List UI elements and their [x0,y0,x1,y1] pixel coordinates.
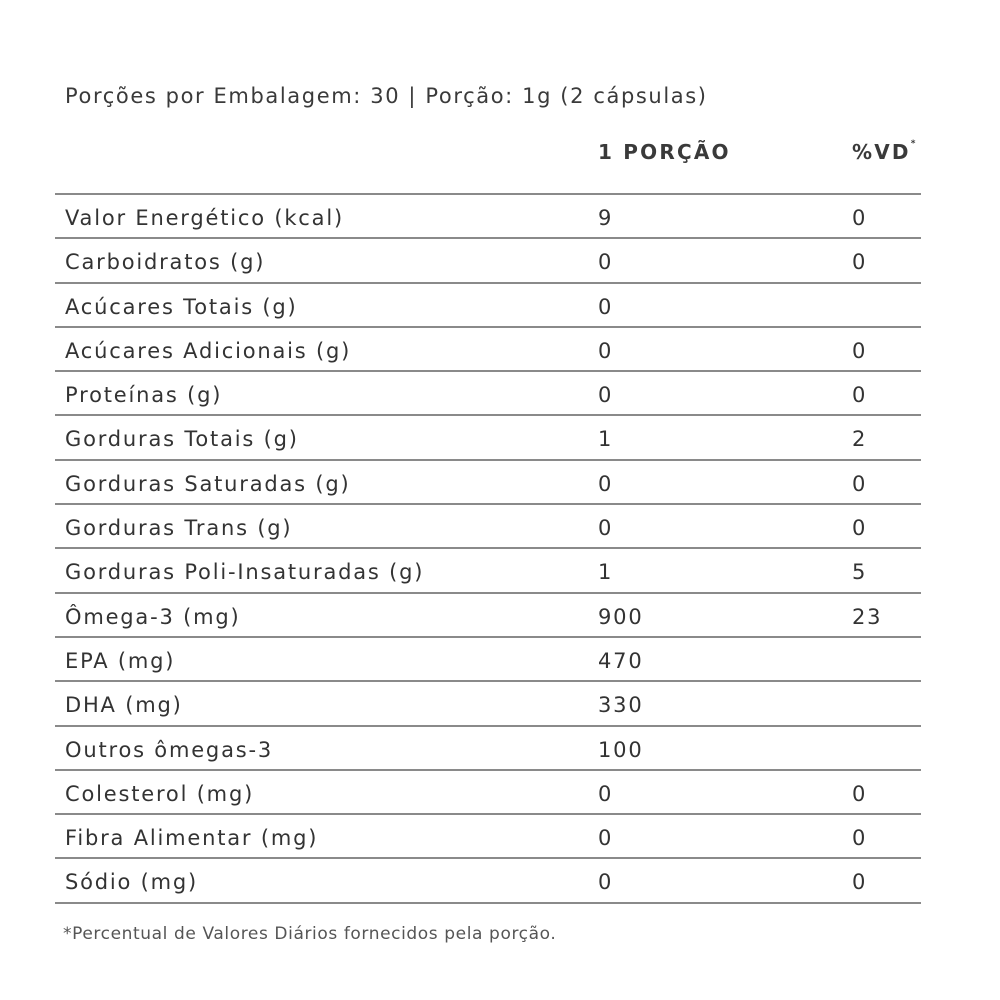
nutrient-vd: 23 [852,604,883,629]
nutrient-amount: 0 [598,338,614,363]
nutrient-vd: 0 [852,826,868,851]
table-row: DHA (mg) 330 [55,682,921,727]
nutrient-vd: 0 [852,250,868,275]
nutrient-name: Acúcares Adicionais (g) [65,338,352,363]
table-row: Fibra Alimentar (mg) 0 0 [55,815,921,860]
table-row: Proteínas (g) 0 0 [55,372,921,417]
table-row: Outros ômegas-3 100 [55,727,921,771]
nutrient-amount: 470 [598,648,644,673]
table-row: Gorduras Trans (g) 0 0 [55,505,921,550]
nutrient-amount: 1 [598,560,614,585]
nutrient-vd: 0 [852,870,868,895]
table-row: Gorduras Saturadas (g) 0 0 [55,461,921,506]
table-row: Colesterol (mg) 0 0 [55,771,921,816]
table-row: Acúcares Totais (g) 0 [55,284,921,328]
nutrient-amount: 9 [598,206,614,230]
nutrient-name: Gorduras Trans (g) [65,516,293,541]
nutrient-amount: 0 [598,294,614,319]
nutrient-amount: 330 [598,693,644,718]
nutrient-name: Gorduras Totais (g) [65,427,299,452]
nutrient-name: EPA (mg) [65,648,176,673]
table-row: Carboidratos (g) 0 0 [55,239,921,284]
column-header-vd-mark: * [910,139,916,149]
nutrient-name: Proteínas (g) [65,383,223,408]
nutrient-vd: 0 [852,383,868,408]
nutrient-amount: 0 [598,826,614,851]
nutrient-name: Acúcares Totais (g) [65,294,298,319]
nutrient-name: Gorduras Saturadas (g) [65,471,351,496]
nutrient-amount: 100 [598,737,644,762]
nutrient-vd: 0 [852,338,868,363]
column-header-vd-label: %VD [852,140,911,164]
nutrient-vd: 0 [852,516,868,541]
nutrient-amount: 0 [598,516,614,541]
nutrient-name: Ômega-3 (mg) [65,604,241,629]
nutrient-vd: 0 [852,471,868,496]
nutrient-name: Carboidratos (g) [65,250,266,275]
nutrient-amount: 0 [598,870,614,895]
column-header-vd: %VD* [852,139,916,164]
table-row: Acúcares Adicionais (g) 0 0 [55,328,921,373]
nutrient-amount: 900 [598,604,644,629]
nutrient-name: Colesterol (mg) [65,781,255,806]
nutrient-name: Outros ômegas-3 [65,737,274,762]
table-row: Valor Energético (kcal) 9 0 [55,195,921,240]
footnote: *Percentual de Valores Diários fornecido… [63,924,557,944]
serving-info: Porções por Embalagem: 30 | Porção: 1g (… [65,84,708,108]
nutrient-vd: 0 [852,206,868,230]
nutrient-amount: 0 [598,471,614,496]
nutrient-vd: 5 [852,560,868,585]
nutrient-name: Sódio (mg) [65,870,199,895]
table-row: Sódio (mg) 0 0 [55,859,921,904]
nutrient-name: Gorduras Poli-Insaturadas (g) [65,560,425,585]
nutrient-name: DHA (mg) [65,693,183,718]
nutrient-amount: 0 [598,383,614,408]
nutrient-vd: 0 [852,781,868,806]
table-row: Gorduras Totais (g) 1 2 [55,416,921,461]
nutrient-amount: 0 [598,250,614,275]
column-header-portion: 1 PORÇÃO [598,140,731,164]
table-row: Gorduras Poli-Insaturadas (g) 1 5 [55,549,921,594]
nutrient-name: Valor Energético (kcal) [65,206,344,230]
nutrient-amount: 0 [598,781,614,806]
nutrition-table: Valor Energético (kcal) 9 0 Carboidratos… [55,193,921,904]
nutrient-amount: 1 [598,427,614,452]
nutrient-vd: 2 [852,427,868,452]
nutrient-name: Fibra Alimentar (mg) [65,826,319,851]
table-row: Ômega-3 (mg) 900 23 [55,594,921,638]
table-row: EPA (mg) 470 [55,638,921,683]
